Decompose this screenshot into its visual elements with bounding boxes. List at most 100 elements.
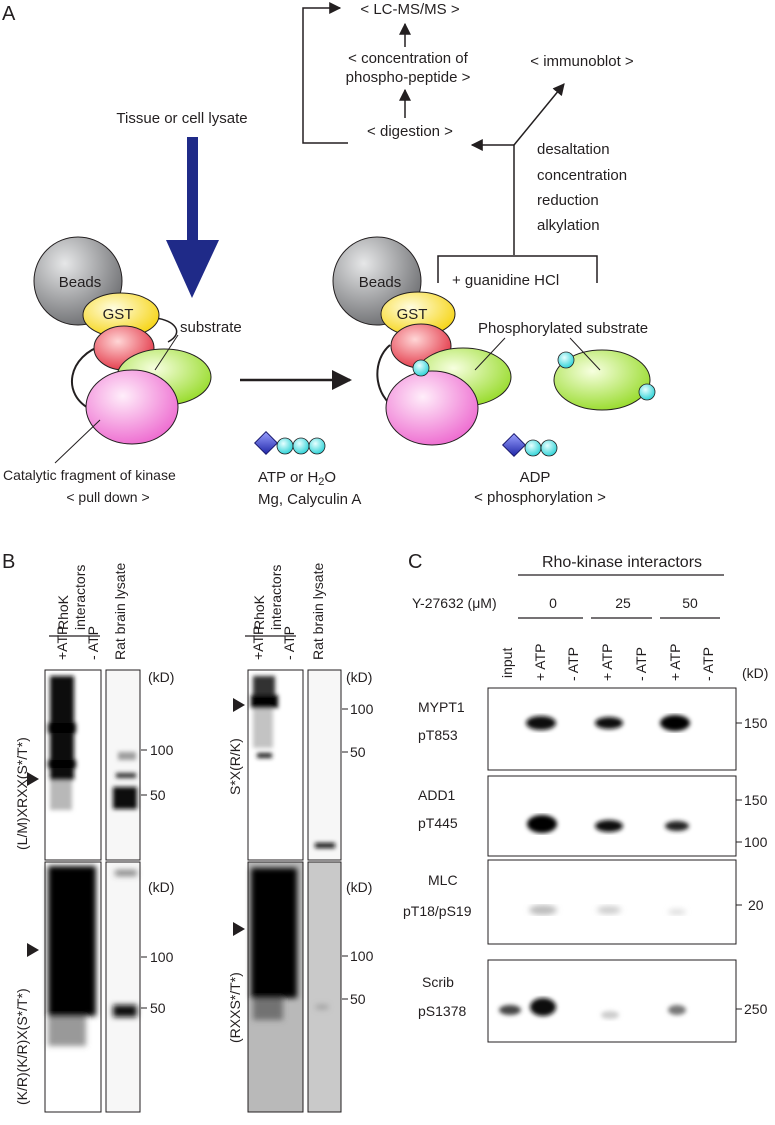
band xyxy=(529,905,686,915)
band xyxy=(526,715,690,731)
blot-membrane xyxy=(105,861,141,1113)
lane-label: + ATP xyxy=(599,644,615,681)
big-arrow-head xyxy=(166,240,219,298)
marker-label: 50 xyxy=(150,787,166,803)
panel-letter-b: B xyxy=(2,551,15,573)
arrowhead-marker xyxy=(233,698,245,712)
group-label: interactors xyxy=(268,565,284,630)
step-label: reduction xyxy=(537,192,599,209)
lane-label: - ATP xyxy=(565,647,581,681)
marker-label: 100 xyxy=(744,834,768,850)
step-label: concentration xyxy=(537,167,627,184)
band-smear xyxy=(251,676,335,848)
marker-label: 250 xyxy=(744,1001,768,1017)
band xyxy=(499,998,686,1019)
kd-label: (kD) xyxy=(148,879,174,895)
arrowhead-marker xyxy=(233,922,245,936)
conditions-label: Mg, Calyculin A xyxy=(258,491,361,508)
step-label: desaltation xyxy=(537,141,610,158)
dose-label: 25 xyxy=(615,595,631,611)
step-label: alkylation xyxy=(537,217,600,234)
kd-label: (kD) xyxy=(346,879,372,895)
group-label: RhoK xyxy=(55,594,71,630)
catalytic-label: Catalytic fragment of kinase xyxy=(3,467,176,483)
blot-membrane xyxy=(307,861,342,1113)
gst-label: GST xyxy=(397,306,428,323)
site-label: pT853 xyxy=(418,727,458,743)
marker-label: 100 xyxy=(150,949,174,965)
arrow-to-immunoblot xyxy=(513,83,565,146)
digestion-label: < digestion > xyxy=(367,123,453,140)
protein-label: Scrib xyxy=(422,974,454,990)
phosphate-icon xyxy=(524,439,542,457)
adp-label: ADP xyxy=(520,469,551,486)
kd-label: (kD) xyxy=(742,665,768,681)
phosphate-icon xyxy=(292,437,310,455)
concentration-label-1: < concentration of xyxy=(348,50,468,67)
site-label: pT18/pS19 xyxy=(403,903,472,919)
lane-label: - ATP xyxy=(85,626,101,660)
arrowhead-marker xyxy=(27,943,39,957)
lane-label: Rat brain lysate xyxy=(310,563,326,660)
lane-label: + ATP xyxy=(667,644,683,681)
kinase-pointer xyxy=(54,419,101,464)
released-substrate xyxy=(553,349,651,411)
return-arrow xyxy=(302,2,348,144)
pull-down-label: < pull down > xyxy=(66,489,149,505)
inhibitor-label: Y-27632 (μM) xyxy=(412,595,497,611)
lane-label: input xyxy=(499,648,515,678)
substrate-pointer xyxy=(154,334,179,371)
guanidine-label: + guanidine HCl xyxy=(452,272,559,289)
lane-label: Rat brain lysate xyxy=(112,563,128,660)
blot-membrane xyxy=(105,669,141,861)
marker-label: 100 xyxy=(150,742,174,758)
blot-membrane xyxy=(487,687,737,771)
group-label: RhoK xyxy=(251,594,267,630)
phosphate-icon xyxy=(638,383,656,401)
phosphate-icon xyxy=(412,359,430,377)
site-label: pS1378 xyxy=(418,1003,466,1019)
kd-label: (kD) xyxy=(346,669,372,685)
marker-label: 50 xyxy=(150,1000,166,1016)
beads-label: Beads xyxy=(59,274,102,291)
phosphate-icon xyxy=(557,351,575,369)
big-arrow-shaft xyxy=(187,137,198,242)
phospho-pointer-1 xyxy=(474,337,506,371)
motif-label: (K/R)(K/R)X(S*/T*) xyxy=(14,988,30,1105)
blot-membrane xyxy=(487,775,737,857)
marker-label: 100 xyxy=(350,948,374,964)
gst-label: GST xyxy=(103,306,134,323)
lcms-label: < LC-MS/MS > xyxy=(360,1,459,18)
blot-membrane xyxy=(487,959,737,1043)
blot-membrane xyxy=(487,859,737,945)
marker-label: 100 xyxy=(350,701,374,717)
lane-label: +ATP xyxy=(250,626,266,660)
lane-label: - ATP xyxy=(700,647,716,681)
lane-label: + ATP xyxy=(532,644,548,681)
arrowhead-marker xyxy=(27,772,39,786)
guanidine-bracket xyxy=(437,255,598,283)
band-smear xyxy=(48,676,137,810)
phospho-pointer-2 xyxy=(569,337,601,371)
kinase-left xyxy=(85,369,179,445)
kd-label: (kD) xyxy=(148,669,174,685)
blot-membrane xyxy=(307,669,342,861)
marker-label: 150 xyxy=(744,792,768,808)
panel-c-title: Rho-kinase interactors xyxy=(542,554,702,571)
marker-label: 150 xyxy=(744,715,768,731)
motif-label: (L/M)XRXX(S*/T*) xyxy=(14,737,30,850)
phosphorylation-label: < phosphorylation > xyxy=(474,489,606,506)
site-label: pT445 xyxy=(418,815,458,831)
beads-label: Beads xyxy=(359,274,402,291)
marker-label: 20 xyxy=(748,897,764,913)
lane-label: +ATP xyxy=(54,626,70,660)
atp-label: ATP or H2O xyxy=(258,469,336,488)
phosphate-icon xyxy=(276,437,294,455)
band-smear xyxy=(48,866,137,1046)
phosphate-icon xyxy=(540,439,558,457)
substrate-label: substrate xyxy=(180,319,242,336)
adp-diamond-icon xyxy=(501,432,527,458)
marker-label: 50 xyxy=(350,744,366,760)
